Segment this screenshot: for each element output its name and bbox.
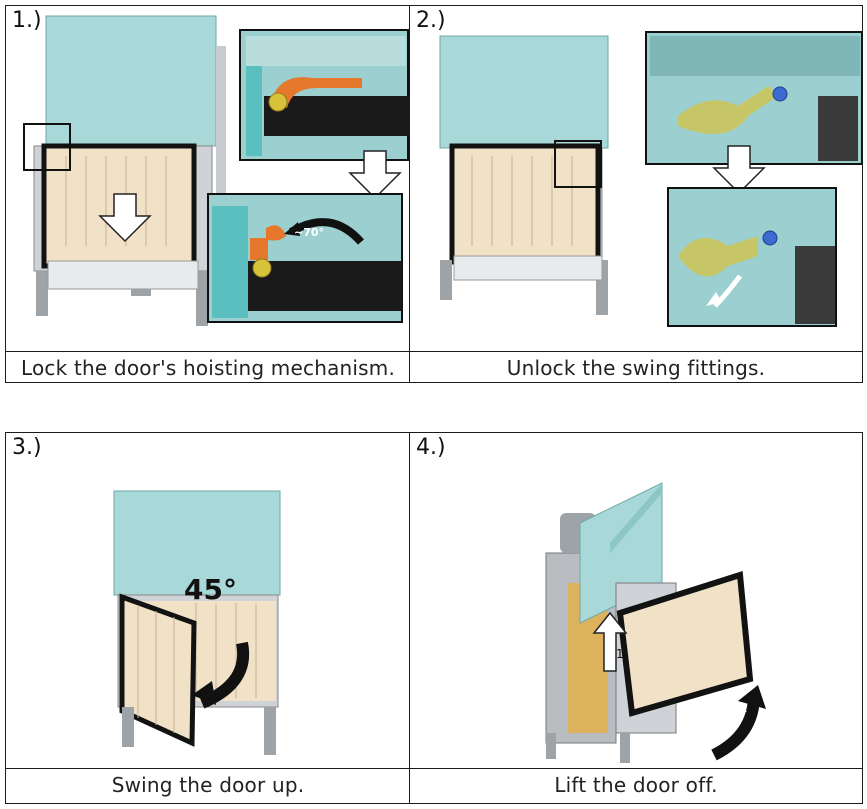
- caption-divider: [6, 351, 410, 352]
- swing-angle-label: 45°: [184, 573, 237, 606]
- panel-step-2: 2.) Unlock the swing fittings.: [409, 5, 863, 383]
- step-number: 4.): [416, 435, 446, 460]
- caption-divider: [410, 768, 862, 769]
- panel-step-1: 1.) ~70° Lock the door's hoisting mechan…: [5, 5, 411, 383]
- panel-step-3: 3.) 45° Swing the door up.: [5, 432, 411, 804]
- panel-step-4: 4.) 1 2 Lift the door off.: [409, 432, 863, 804]
- fireplace-illustration-step-2: [410, 6, 863, 383]
- caption-divider: [6, 768, 410, 769]
- caption-divider: [410, 351, 862, 352]
- step-number: 2.): [416, 8, 446, 33]
- fireplace-illustration-step-4: [410, 433, 863, 804]
- rotation-annotation: ~70°: [294, 226, 324, 239]
- arrow-label-2: 2: [740, 701, 748, 715]
- step-caption: Lock the door's hoisting mechanism.: [6, 356, 410, 380]
- arrow-label-1: 1: [616, 647, 624, 661]
- fireplace-illustration-step-3: [6, 433, 411, 804]
- step-caption: Unlock the swing fittings.: [410, 356, 862, 380]
- step-caption: Lift the door off.: [410, 773, 862, 797]
- step-caption: Swing the door up.: [6, 773, 410, 797]
- step-number: 1.): [12, 8, 42, 33]
- fireplace-illustration-step-1: [6, 6, 411, 383]
- step-number: 3.): [12, 435, 42, 460]
